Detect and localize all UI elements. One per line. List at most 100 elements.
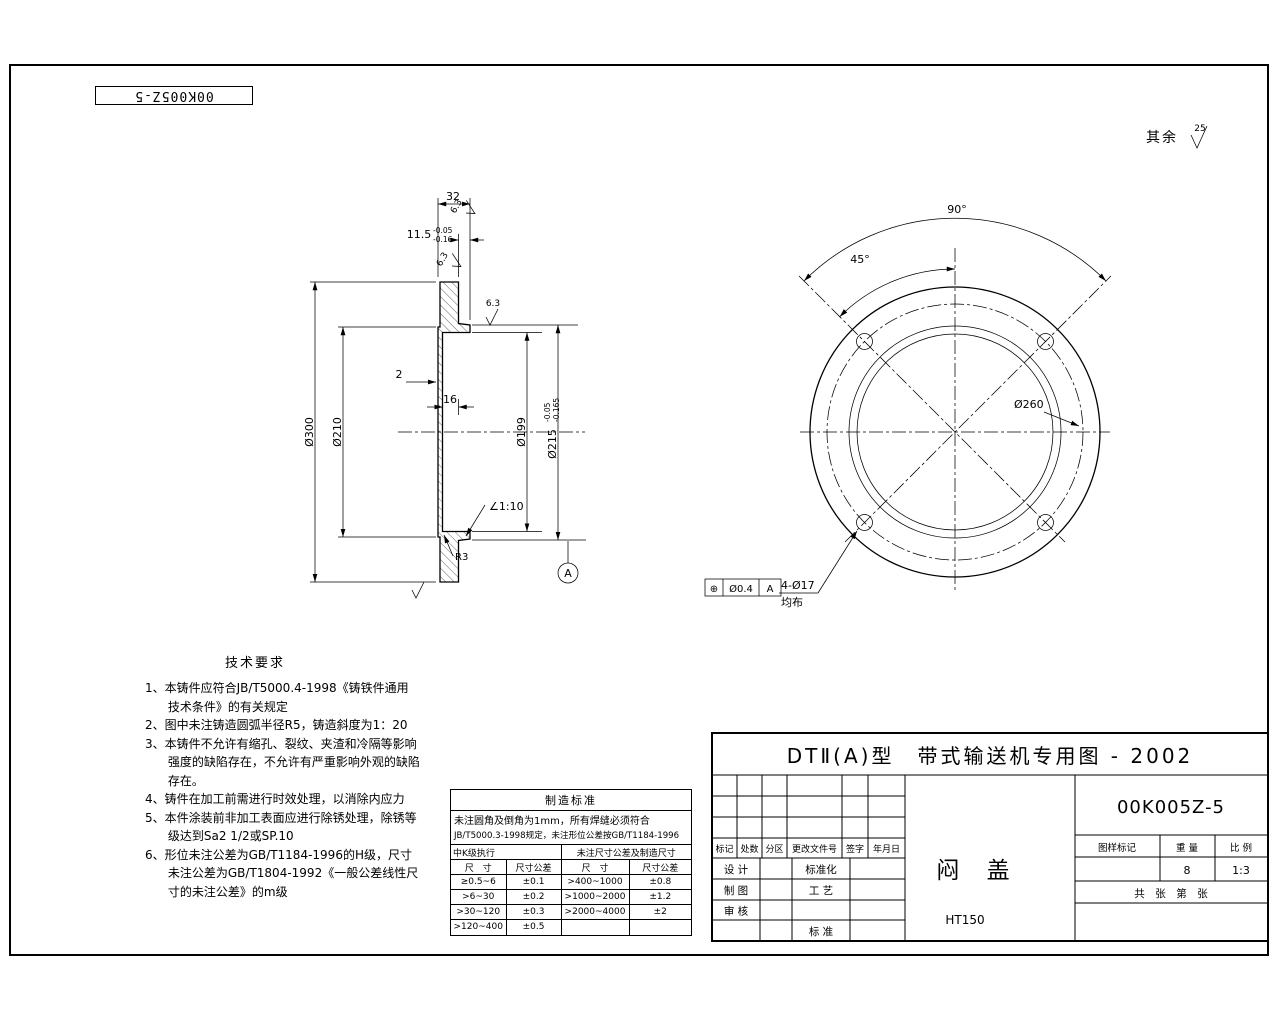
rev-header-date: 年月日 <box>873 843 900 855</box>
position-tolerance-frame: ⊕ Ø0.4 A <box>704 578 782 597</box>
col-header: 尺寸公差 <box>628 859 691 875</box>
roughness-icon: 6.3 <box>435 251 462 268</box>
roughness-icon <box>411 581 425 599</box>
position-symbol-icon: ⊕ <box>710 584 718 595</box>
angle-90-label: 90° <box>947 203 967 216</box>
col-header: 尺 寸 <box>451 859 507 875</box>
dim-dia-300: Ø300 <box>303 417 316 447</box>
svg-text:A: A <box>564 567 572 580</box>
sig-draft: 制 图 <box>724 884 748 897</box>
cell: ±0.8 <box>628 874 691 890</box>
manufacturing-standard-title: 制造标准 <box>451 790 691 811</box>
tech-requirement-line: 2、图中未注铸造圆弧半径R5，铸造斜度为1：20 <box>145 718 408 732</box>
dim-11-5: 11.5 <box>407 228 432 241</box>
cell: ≥0.5~6 <box>451 874 507 890</box>
svg-text:均布: 均布 <box>781 596 803 609</box>
svg-text:Ø210: Ø210 <box>331 417 344 447</box>
dim-dia-215: Ø215 -0.05 -0.165 <box>543 398 561 459</box>
sheet-border <box>9 64 1269 956</box>
cell: ±1.2 <box>628 889 691 905</box>
tech-requirement-line: 3、本铸件不允许有缩孔、裂纹、夹渣和冷隔等影响 <box>145 736 417 751</box>
svg-text:-0.05: -0.05 <box>543 402 552 422</box>
cell: >1000~2000 <box>560 889 630 905</box>
tech-requirement-line: 4、铸件在加工前需进行时效处理，以消除内应力 <box>145 792 405 806</box>
technical-requirements: 技术要求 1、本铸件应符合JB/T5000.4-1998《铸铁件通用 技术条件》… <box>145 652 455 901</box>
material: HT150 <box>945 913 984 927</box>
svg-text:A: A <box>767 584 774 595</box>
cell: ±0.5 <box>505 919 562 935</box>
table-row: >120~400 ±0.5 <box>451 919 691 935</box>
angle-45-label: 45° <box>850 253 870 266</box>
tech-requirement-line: 5、本件涂装前非加工表面应进行除锈处理，除锈等 <box>145 810 417 825</box>
cell: ±2 <box>628 904 691 920</box>
roughness-icon: 6.3 <box>485 299 500 326</box>
col-header: 尺寸公差 <box>505 859 562 875</box>
surplus-roughness-value: 25 <box>1194 124 1205 134</box>
table-row: >30~120 ±0.3 >2000~4000 ±2 <box>451 904 691 920</box>
svg-text:4-Ø17: 4-Ø17 <box>781 579 815 592</box>
cell: ±0.3 <box>505 904 562 920</box>
svg-text:Ø300: Ø300 <box>303 417 316 447</box>
cell: >120~400 <box>451 919 507 935</box>
dim-11-5-tol-up: -0.05 <box>433 226 453 235</box>
section-view: 32 11.5 -0.05 -0.16 2 16 Ø300 Ø210 Ø199 … <box>303 190 586 599</box>
rev-header-mark: 标记 <box>715 843 733 855</box>
main-title: DTⅡ(A)型 带式输送机专用图 - 2002 <box>787 744 1194 768</box>
front-view: 90° 45° Ø260 4-Ø17 均布 ⊕ Ø0.4 A <box>704 203 1112 609</box>
cell: >400~1000 <box>560 874 630 890</box>
std-note-line: 未注圆角及倒角为1mm，所有焊缝必须符合 <box>454 816 650 827</box>
rev-header-zone: 分区 <box>765 844 783 855</box>
cell <box>628 919 691 935</box>
surplus-roughness-note: 其余 25 <box>1146 124 1208 149</box>
svg-text:Ø215: Ø215 <box>546 429 559 459</box>
cell: >6~30 <box>451 889 507 905</box>
dia-260-label: Ø260 <box>1014 398 1044 411</box>
title-block: DTⅡ(A)型 带式输送机专用图 - 2002 标记 处数 分区 更改文件号 签… <box>711 732 1269 942</box>
weight-value: 8 <box>1184 864 1191 877</box>
dim-2: 2 <box>396 368 403 381</box>
rev-header-docno: 更改文件号 <box>792 843 837 855</box>
table-row: ≥0.5~6 ±0.1 >400~1000 ±0.8 <box>451 874 691 890</box>
dim-11-5-tol-dn: -0.16 <box>433 235 453 244</box>
front-centerlines <box>798 248 1112 590</box>
flipped-drawing-number: 00K005Z-5 <box>95 86 253 105</box>
table-row: >6~30 ±0.2 >1000~2000 ±1.2 <box>451 889 691 905</box>
sig-check: 审 核 <box>724 905 749 918</box>
dim-dia-210: Ø210 <box>331 417 344 447</box>
cell: >2000~4000 <box>560 904 630 920</box>
section-extension-lines <box>310 198 586 583</box>
rev-header-count: 处数 <box>740 843 758 855</box>
cover-cross-section <box>437 281 471 583</box>
rev-header-sign: 签字 <box>846 843 864 855</box>
title-block-grid <box>712 774 1268 941</box>
tech-requirement-line: 1、本铸件应符合JB/T5000.4-1998《铸铁件通用 <box>145 681 409 695</box>
dim-32: 32 <box>446 190 460 203</box>
tech-requirement-line: 寸的未注公差》的m级 <box>145 884 288 899</box>
sig-process: 工 艺 <box>809 885 833 897</box>
holes-callout: 4-Ø17 均布 <box>779 530 858 609</box>
svg-text:6.3: 6.3 <box>435 251 451 268</box>
mark-header: 图样标记 <box>1098 842 1137 854</box>
technical-requirements-title: 技术要求 <box>224 656 285 671</box>
scale-value: 1:3 <box>1232 864 1250 877</box>
roughness-icon <box>1190 125 1208 149</box>
tech-requirement-line: 未注公差为GB/T1804-1992《一般公差线性尺 <box>145 866 419 880</box>
cell: ±0.1 <box>505 874 562 890</box>
dim-16: 16 <box>443 393 457 406</box>
surplus-label: 其余 <box>1146 129 1178 146</box>
tolerance-table: 中K级执行 未注尺寸公差及制造尺寸 尺 寸 尺寸公差 尺 寸 尺寸公差 ≥0.5… <box>451 844 691 935</box>
cell: ±0.2 <box>505 889 562 905</box>
k-level-note: 中K级执行 <box>451 844 562 860</box>
taper-note: ∠1:10 <box>489 500 524 513</box>
section-dimension-lines <box>312 201 561 582</box>
std-note-line: JB/T5000.3-1998规定，未注形位公差按GB/T1184-1996 <box>454 831 680 841</box>
tech-requirement-line: 技术条件》的有关规定 <box>145 699 288 714</box>
drawing-number: 00K005Z-5 <box>1117 797 1225 818</box>
tech-requirement-line: 级达到Sa2 1/2或SP.10 <box>145 829 294 843</box>
bolt-holes <box>856 333 1054 531</box>
svg-text:Ø199: Ø199 <box>515 417 528 447</box>
datum-a: A <box>557 541 579 584</box>
cell <box>560 919 630 935</box>
